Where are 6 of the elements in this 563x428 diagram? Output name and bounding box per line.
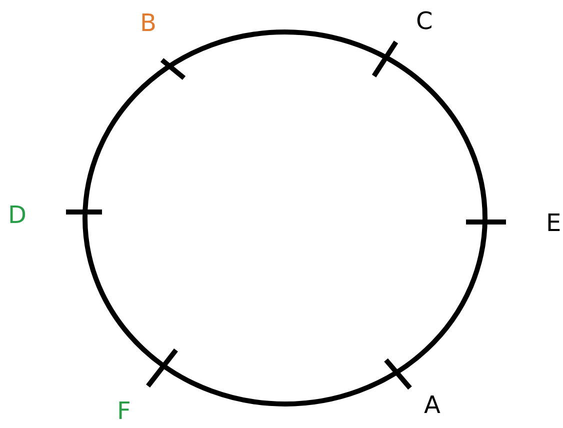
point-label: F <box>117 398 131 424</box>
point-label: E <box>546 210 562 236</box>
point-label: A <box>424 392 440 418</box>
point-label: C <box>416 8 433 34</box>
point-label: B <box>140 10 156 36</box>
point-label: D <box>8 202 26 228</box>
